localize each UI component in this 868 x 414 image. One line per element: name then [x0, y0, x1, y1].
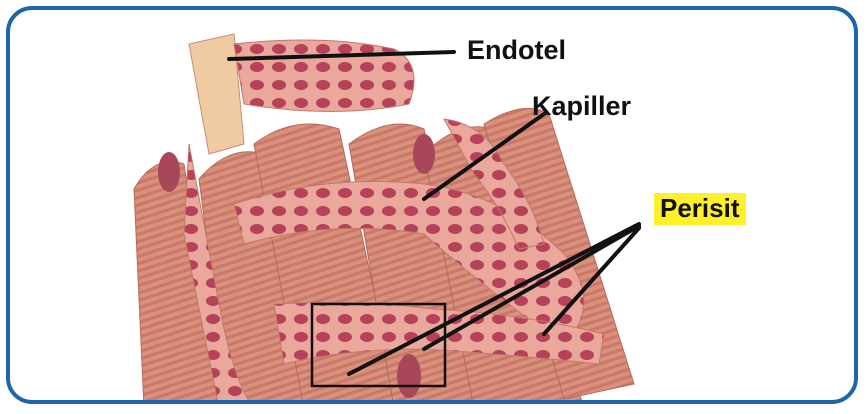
- figure-frame: Endotel Kapiller Perisit: [6, 6, 858, 404]
- label-kapiller: Kapiller: [532, 93, 631, 120]
- label-endotel: Endotel: [467, 37, 566, 64]
- label-perisit: Perisit: [654, 193, 746, 225]
